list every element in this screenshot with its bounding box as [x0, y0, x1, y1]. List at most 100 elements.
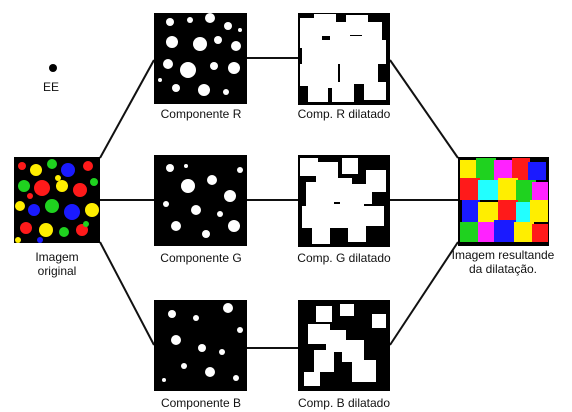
result-image-label-line1: Imagem resultande	[451, 248, 555, 262]
dilated-b-label: Comp. B dilatado	[297, 396, 391, 410]
result-image-label: Imagem resultande da dilatação.	[440, 248, 566, 276]
original-image-label-line1: Imagem	[35, 250, 79, 264]
blob	[158, 78, 162, 82]
blob	[166, 164, 174, 172]
blob	[162, 378, 166, 382]
color-block	[476, 158, 496, 180]
blob	[219, 349, 225, 355]
component-g-image	[154, 155, 247, 246]
color-block	[516, 202, 534, 222]
blob	[184, 164, 188, 168]
color-block	[530, 200, 548, 222]
blob	[56, 180, 68, 192]
blob	[163, 201, 169, 207]
color-block	[460, 178, 480, 200]
original-image-label-line2: original	[37, 264, 77, 278]
blob	[37, 237, 43, 243]
dilated-b-image	[298, 300, 390, 391]
blob	[181, 363, 187, 369]
blob	[223, 89, 229, 95]
blob	[85, 203, 99, 217]
color-block	[514, 222, 534, 242]
blob	[64, 204, 80, 220]
connector-lines	[99, 57, 459, 349]
dilated-r-label: Comp. R dilatado	[297, 107, 391, 121]
blob	[187, 17, 193, 23]
blob	[15, 237, 21, 243]
result-image	[458, 157, 549, 246]
blob	[181, 179, 195, 193]
blob	[83, 221, 89, 227]
blob	[205, 367, 215, 377]
color-block	[516, 180, 536, 202]
blob	[205, 13, 215, 23]
color-block	[498, 200, 518, 222]
blob	[73, 183, 87, 197]
component-g-label: Componente G	[160, 251, 242, 265]
blob	[228, 220, 240, 232]
color-block	[494, 220, 516, 242]
blob	[61, 163, 75, 177]
blob	[90, 178, 98, 186]
blob	[198, 344, 206, 352]
blob	[224, 190, 236, 202]
blob	[224, 22, 232, 30]
blob	[163, 59, 173, 69]
color-block	[528, 162, 546, 180]
dilated-g-image	[298, 155, 390, 247]
blob	[171, 221, 181, 231]
blob	[166, 18, 174, 26]
color-block	[462, 200, 480, 222]
blob	[47, 159, 57, 169]
color-block	[460, 160, 478, 178]
blob	[168, 310, 176, 318]
blob	[59, 227, 69, 237]
blob	[198, 84, 210, 96]
color-block	[532, 224, 548, 242]
color-block	[532, 182, 548, 200]
blob	[166, 36, 178, 48]
blob	[30, 164, 42, 176]
structuring-element-dot	[49, 64, 57, 72]
color-block	[478, 202, 500, 222]
blob	[171, 335, 181, 345]
blob	[193, 315, 199, 321]
component-r-image	[154, 13, 247, 104]
blob	[237, 327, 243, 333]
blob	[172, 84, 180, 92]
blob	[233, 375, 239, 381]
blob	[238, 28, 242, 32]
blob	[191, 205, 201, 215]
blob	[207, 175, 217, 185]
color-block	[498, 178, 518, 200]
color-block	[478, 180, 500, 200]
blob	[76, 224, 88, 236]
color-block	[512, 158, 530, 180]
blob	[15, 201, 25, 211]
blob	[55, 175, 61, 181]
blob	[34, 180, 50, 196]
structuring-element-label: EE	[43, 80, 60, 94]
original-image	[14, 157, 100, 243]
blob	[210, 62, 218, 70]
dilated-r-image	[298, 13, 390, 105]
blob	[231, 41, 241, 51]
blob	[202, 230, 210, 238]
blob	[18, 162, 26, 170]
component-b-label: Componente B	[160, 396, 242, 410]
color-block	[478, 222, 496, 242]
color-block	[460, 222, 480, 242]
component-r-label: Componente R	[160, 107, 242, 121]
component-b-image	[154, 300, 247, 391]
dilated-g-label: Comp. G dilatado	[297, 251, 391, 265]
blob	[228, 62, 240, 74]
result-image-label-line2: da dilatação.	[468, 262, 538, 276]
blob	[237, 167, 243, 173]
blob	[45, 199, 59, 213]
blob	[214, 36, 222, 44]
color-block	[494, 160, 514, 180]
blob	[217, 211, 223, 217]
blob	[27, 193, 33, 199]
blob	[193, 37, 207, 51]
